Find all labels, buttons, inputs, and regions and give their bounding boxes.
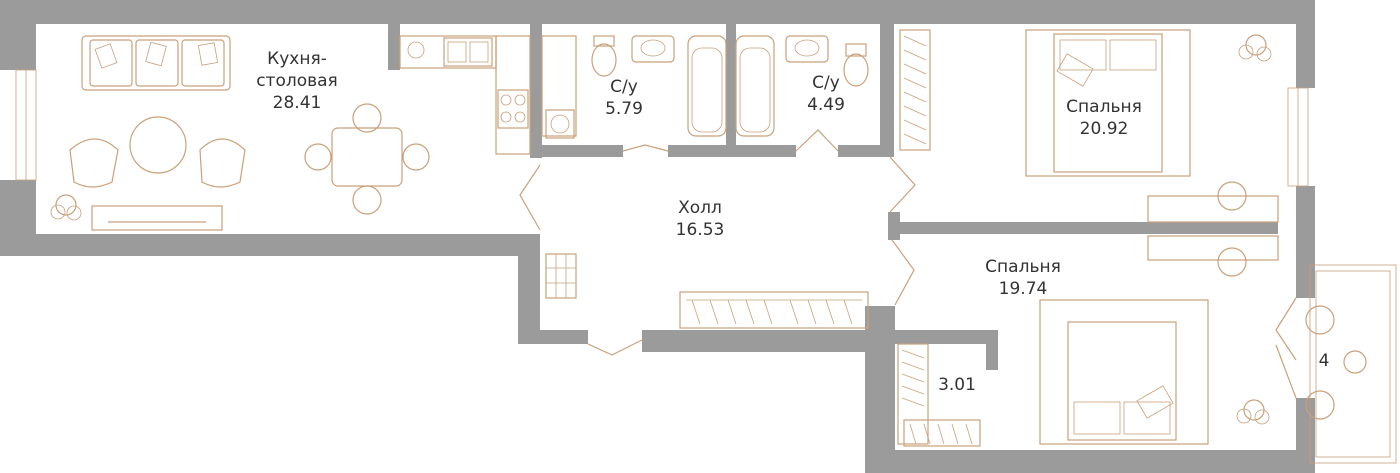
hall-label: Холл 16.53	[660, 197, 740, 241]
bathroom-1-fixtures	[541, 35, 727, 139]
hall-name: Холл	[678, 198, 722, 218]
kitchen-area: 28.41	[272, 93, 322, 113]
kitchen-furniture	[50, 35, 531, 231]
bath2-area: 4.49	[807, 95, 845, 115]
balcony-label: 4	[1314, 350, 1334, 372]
bedroom2-name: Спальня	[985, 257, 1061, 277]
hall-area: 16.53	[675, 220, 725, 240]
bedroom1-name: Спальня	[1066, 97, 1142, 117]
bath2-label: С/у 4.49	[798, 72, 854, 116]
kitchen-name: Кухня- столовая	[256, 49, 338, 91]
bedroom-1-furniture	[899, 29, 1279, 223]
closet-label: 3.01	[934, 374, 980, 396]
hall-furniture	[545, 253, 869, 329]
bedroom1-label: Спальня 20.92	[1054, 96, 1154, 140]
bath2-name: С/у	[812, 73, 840, 93]
bath1-label: С/у 5.79	[596, 76, 652, 120]
windows	[15, 69, 1309, 187]
balcony	[1305, 264, 1397, 464]
balcony-area: 4	[1318, 351, 1330, 371]
bedroom2-area: 19.74	[998, 279, 1048, 299]
closet-area: 3.01	[938, 375, 976, 395]
bedroom1-area: 20.92	[1079, 119, 1129, 139]
closet-furniture	[897, 343, 981, 447]
doors	[519, 129, 1297, 399]
bath1-area: 5.79	[605, 99, 643, 119]
bedroom-2-furniture	[1039, 235, 1279, 445]
bathroom-2-fixtures	[735, 35, 869, 137]
bedroom2-label: Спальня 19.74	[973, 256, 1073, 300]
kitchen-label: Кухня- столовая 28.41	[237, 48, 357, 114]
walls	[0, 0, 1315, 473]
bath1-name: С/у	[610, 77, 638, 97]
